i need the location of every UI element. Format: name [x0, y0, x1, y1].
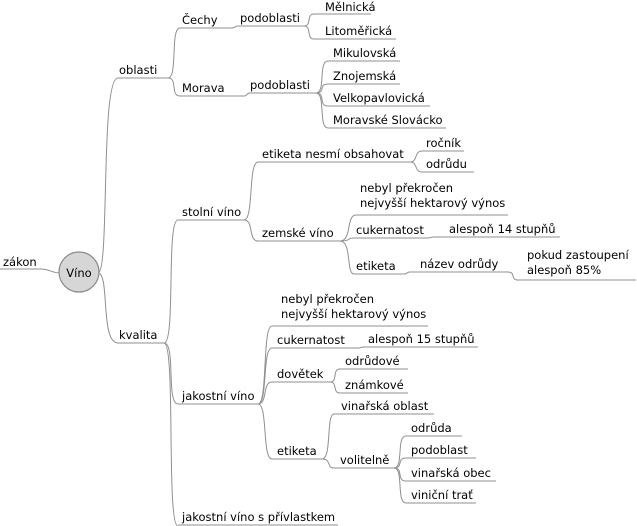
- note-line-1: nebyl překročen: [281, 292, 374, 306]
- node-rocnik[interactable]: ročník: [426, 136, 461, 150]
- node-jakostni-s-privlastkem[interactable]: jakostní víno s přívlastkem: [181, 510, 335, 524]
- node-zemske-vino[interactable]: zemské víno: [262, 226, 334, 240]
- root-node[interactable]: Víno: [58, 251, 100, 293]
- node-pokud-zastoupeni[interactable]: pokud zastoupení alespoň 85%: [527, 248, 629, 277]
- node-zemske-note[interactable]: nebyl překročen nejvyšší hektarový výnos: [360, 181, 505, 210]
- node-podoblast[interactable]: podoblast: [411, 443, 468, 457]
- node-nazev-odrudy[interactable]: název odrůdy: [420, 257, 499, 271]
- node-jakostni-note[interactable]: nebyl překročen nejvyšší hektarový výnos: [281, 292, 426, 321]
- node-jakostni-etiketa[interactable]: etiketa: [277, 444, 317, 458]
- node-volitelne[interactable]: volitelně: [340, 453, 389, 467]
- note-line-2: nejvyšší hektarový výnos: [360, 196, 505, 210]
- node-moravske-slovacko[interactable]: Moravské Slovácko: [333, 113, 443, 127]
- condition-line-2: alespoň 85%: [527, 263, 601, 277]
- node-znojemska[interactable]: Znojemská: [333, 69, 396, 83]
- node-jakostni-vino[interactable]: jakostní víno: [181, 389, 255, 403]
- node-stolni-vino[interactable]: stolní víno: [182, 205, 241, 219]
- node-alespon-14[interactable]: alespoň 14 stupňů: [449, 222, 556, 236]
- node-zakon[interactable]: zákon: [3, 255, 37, 269]
- connectors: [0, 13, 636, 526]
- node-velkopavlovicka[interactable]: Velkopavlovická: [333, 91, 425, 105]
- note-line-2: nejvyšší hektarový výnos: [281, 307, 426, 321]
- node-odrudove[interactable]: odrůdové: [345, 354, 400, 368]
- node-jakostni-cukernatost[interactable]: cukernatost: [277, 333, 345, 347]
- node-litomericka[interactable]: Litoměřická: [325, 24, 392, 38]
- node-vinicni-trat[interactable]: viniční trať: [411, 488, 473, 502]
- node-cechy-podoblasti[interactable]: podoblasti: [240, 11, 300, 25]
- node-odruda[interactable]: odrůda: [411, 421, 452, 435]
- node-etiketa-nesmi[interactable]: etiketa nesmí obsahovat: [262, 147, 404, 161]
- node-odrudu[interactable]: odrůdu: [426, 157, 467, 171]
- note-line-1: nebyl překročen: [360, 181, 453, 195]
- node-vinarska-obec[interactable]: vinařská obec: [411, 466, 491, 480]
- node-dovetek[interactable]: dovětek: [277, 367, 324, 381]
- node-zemske-cukernatost[interactable]: cukernatost: [356, 223, 424, 237]
- node-melnicka[interactable]: Mělnická: [325, 0, 376, 14]
- node-alespon-15[interactable]: alespoň 15 stupňů: [368, 332, 475, 346]
- node-morava-podoblasti[interactable]: podoblasti: [250, 78, 310, 92]
- node-oblasti[interactable]: oblasti: [119, 63, 157, 77]
- node-kvalita[interactable]: kvalita: [119, 328, 157, 342]
- node-vinarska-oblast[interactable]: vinařská oblast: [341, 399, 429, 413]
- condition-line-1: pokud zastoupení: [527, 248, 629, 262]
- root-circle: [58, 251, 100, 293]
- node-znamkove[interactable]: známkové: [345, 378, 404, 392]
- node-zemske-etiketa[interactable]: etiketa: [356, 259, 396, 273]
- node-cechy[interactable]: Čechy: [182, 12, 218, 27]
- root-label: Víno: [66, 266, 91, 280]
- node-mikulovska[interactable]: Mikulovská: [333, 46, 396, 60]
- node-morava[interactable]: Morava: [182, 81, 225, 95]
